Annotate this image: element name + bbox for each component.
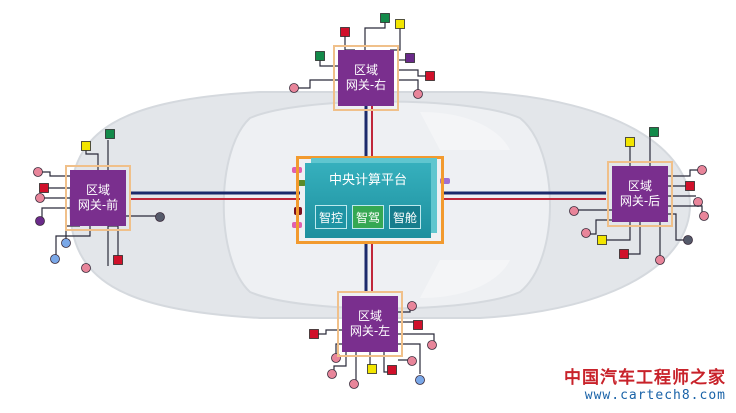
watermark: 中国汽车工程师之家 www.cartech8.com: [564, 363, 726, 403]
actuator-node-square: [405, 53, 415, 63]
zone-front-line1: 区域: [85, 183, 110, 197]
zone-rear-line2: 网关-后: [619, 194, 661, 208]
zone-left-line1: 区域: [357, 309, 382, 323]
zone-front-line2: 网关-前: [77, 198, 119, 212]
sensor-node-circle: [655, 255, 665, 265]
bus-lines: [130, 106, 606, 292]
node-wire: [85, 148, 99, 170]
actuator-node-square: [367, 364, 377, 374]
watermark-url: www.cartech8.com: [584, 388, 726, 403]
sensor-node-circle: [413, 89, 423, 99]
sensor-node-circle: [33, 167, 43, 177]
sensor-node-circle: [569, 206, 579, 216]
zone-gateway-rear: 区域 网关-后: [607, 161, 673, 227]
sensor-node-circle: [81, 263, 91, 273]
zone-gateway-front: 区域 网关-前: [65, 165, 131, 231]
module-intelligent-cockpit: 智舱: [389, 205, 421, 229]
sensor-node-circle: [289, 83, 299, 93]
sensor-node-circle: [61, 238, 71, 248]
sensor-node-circle: [331, 353, 341, 363]
node-wire: [668, 169, 700, 177]
node-wire: [364, 20, 386, 50]
actuator-node-square: [315, 51, 325, 61]
zone-left-line2: 网关-左: [349, 324, 391, 338]
node-wire: [626, 222, 641, 255]
actuator-node-square: [309, 329, 319, 339]
sensor-node-circle: [581, 228, 591, 238]
actuator-node-square: [395, 19, 405, 29]
actuator-node-square: [413, 320, 423, 330]
actuator-node-square: [81, 141, 91, 151]
actuator-node-square: [39, 183, 49, 193]
zone-rear-line1: 区域: [627, 179, 652, 193]
node-wire: [398, 343, 421, 374]
actuator-node-square: [340, 27, 350, 37]
sensor-node-circle: [155, 212, 165, 222]
node-wire: [390, 26, 401, 51]
sensor-node-circle: [35, 216, 45, 226]
zone-right-line2: 网关-右: [345, 78, 387, 92]
node-wire: [40, 171, 70, 177]
actuator-node-square: [649, 127, 659, 137]
zone-gateway-right: 区域 网关-右: [333, 45, 399, 111]
sensor-node-circle: [327, 369, 337, 379]
node-wire: [41, 207, 70, 220]
node-wire: [316, 329, 342, 335]
node-wire: [668, 213, 686, 241]
actuator-node-square: [425, 71, 435, 81]
node-wire: [604, 222, 631, 241]
sensor-node-circle: [35, 193, 45, 203]
module-intelligent-driving: 智驾: [352, 205, 384, 229]
watermark-title: 中国汽车工程师之家: [564, 368, 726, 388]
node-wire: [55, 226, 91, 258]
sensor-node-circle: [407, 301, 417, 311]
actuator-node-square: [619, 249, 629, 259]
central-computing-platform: 中央计算平台 智控 智驾 智舱: [305, 163, 431, 238]
node-wire: [296, 79, 338, 89]
actuator-node-square: [380, 13, 390, 23]
node-wire: [335, 343, 342, 356]
sensor-node-circle: [349, 379, 359, 389]
actuator-node-square: [685, 181, 695, 191]
actuator-node-square: [113, 255, 123, 265]
sensor-node-circle: [415, 375, 425, 385]
sensor-node-circle: [407, 356, 417, 366]
node-wire: [668, 205, 703, 214]
zone-gateway-left: 区域 网关-左: [337, 291, 403, 357]
sensor-node-circle: [427, 340, 437, 350]
actuator-node-square: [625, 137, 635, 147]
sensor-node-circle: [693, 197, 703, 207]
sensor-node-circle: [699, 211, 709, 221]
sensor-node-circle: [697, 165, 707, 175]
node-wire: [65, 225, 80, 242]
node-wire: [398, 79, 419, 92]
node-wire: [108, 225, 119, 258]
actuator-node-square: [105, 129, 115, 139]
actuator-node-square: [597, 235, 607, 245]
module-intelligent-control: 智控: [315, 205, 347, 229]
central-platform-frame: [296, 156, 444, 244]
central-platform-title: 中央计算平台: [328, 173, 407, 188]
node-wire: [398, 69, 428, 77]
zone-right-line1: 区域: [353, 63, 378, 77]
actuator-node-square: [387, 365, 397, 375]
sensor-nodes: [33, 13, 709, 389]
sensor-node-circle: [683, 235, 693, 245]
sensor-node-circle: [50, 254, 60, 264]
node-wire: [588, 219, 612, 235]
